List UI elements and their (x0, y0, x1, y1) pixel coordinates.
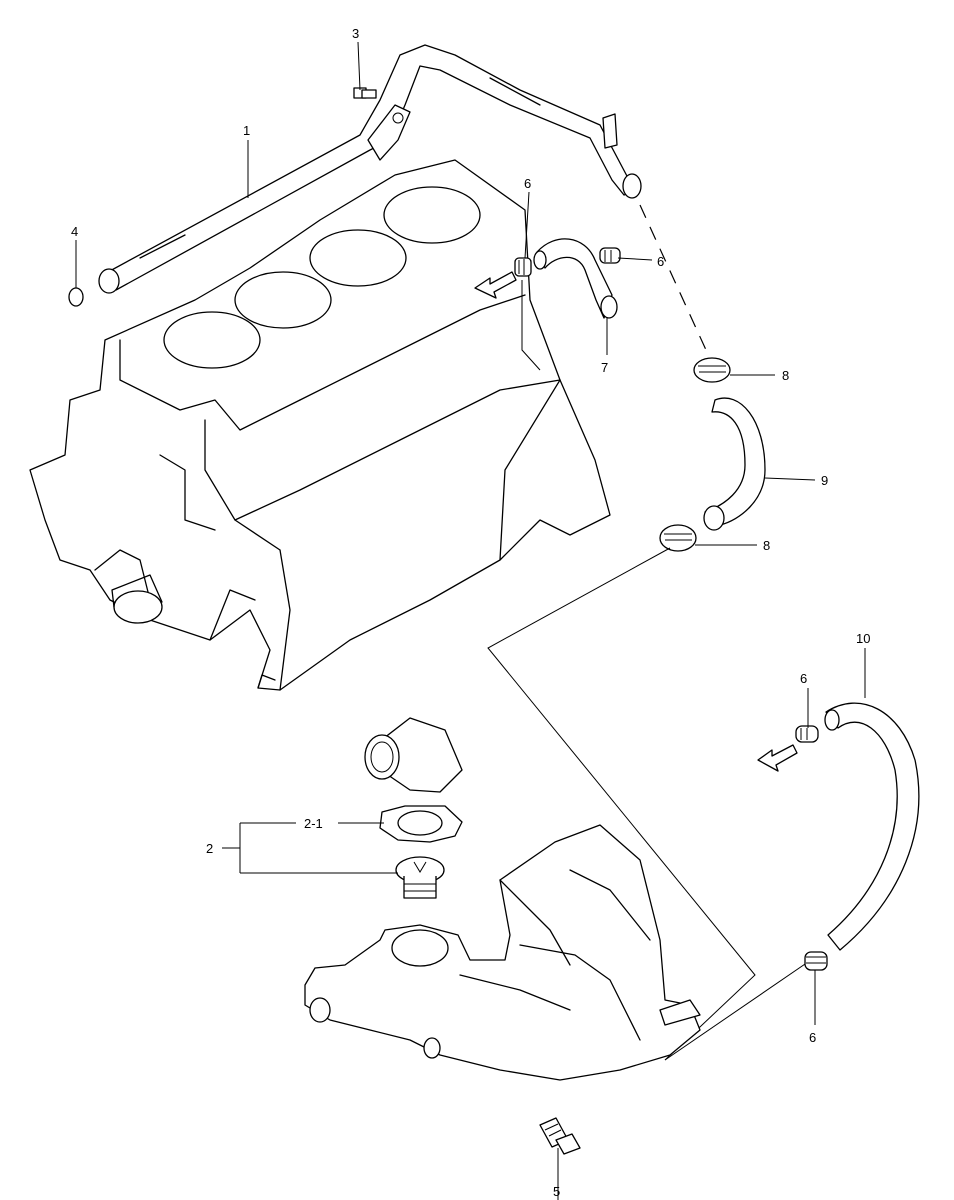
callout-6: 6 (809, 1030, 816, 1045)
callout-labels: 1 3 4 6 6 7 8 9 8 10 6 2-1 2 6 5 (71, 26, 870, 1199)
flow-arrow-icon (757, 744, 798, 772)
water-pump-housing (304, 824, 701, 1081)
bolt (353, 87, 377, 99)
cylinder-block (29, 159, 611, 691)
upper-hose (533, 238, 618, 319)
gasket (379, 805, 463, 843)
hose-clamp (804, 951, 828, 971)
connection-line (487, 547, 756, 1061)
callout-9: 9 (821, 473, 828, 488)
connection-line (664, 961, 809, 1061)
flow-arrow-icon (474, 271, 517, 299)
callout-2: 2 (206, 841, 213, 856)
hose-clamp (659, 524, 697, 552)
leader-lines (75, 41, 866, 1200)
callout-7: 7 (601, 360, 608, 375)
plug (68, 287, 84, 307)
callout-10: 10 (856, 631, 870, 646)
callout-6: 6 (657, 254, 664, 269)
water-pipe (98, 44, 642, 294)
callout-6: 6 (800, 671, 807, 686)
callout-4: 4 (71, 224, 78, 239)
thermostat-housing (364, 717, 463, 793)
callout-2-1: 2-1 (304, 816, 323, 831)
connection-line (521, 280, 541, 371)
callout-5: 5 (553, 1184, 560, 1199)
bypass-hose (824, 702, 920, 951)
hose-clamp (795, 725, 819, 743)
thermostat (395, 856, 445, 899)
hose-clamp (599, 247, 621, 264)
hose-clamp (514, 257, 532, 277)
hose-clamp (693, 357, 731, 383)
callout-1: 1 (243, 123, 250, 138)
callout-3: 3 (352, 26, 359, 41)
callout-6: 6 (524, 176, 531, 191)
radiator-hose (703, 397, 766, 531)
callout-8: 8 (763, 538, 770, 553)
temperature-sensor (539, 1117, 581, 1155)
connection-dash (639, 204, 707, 351)
callout-8: 8 (782, 368, 789, 383)
